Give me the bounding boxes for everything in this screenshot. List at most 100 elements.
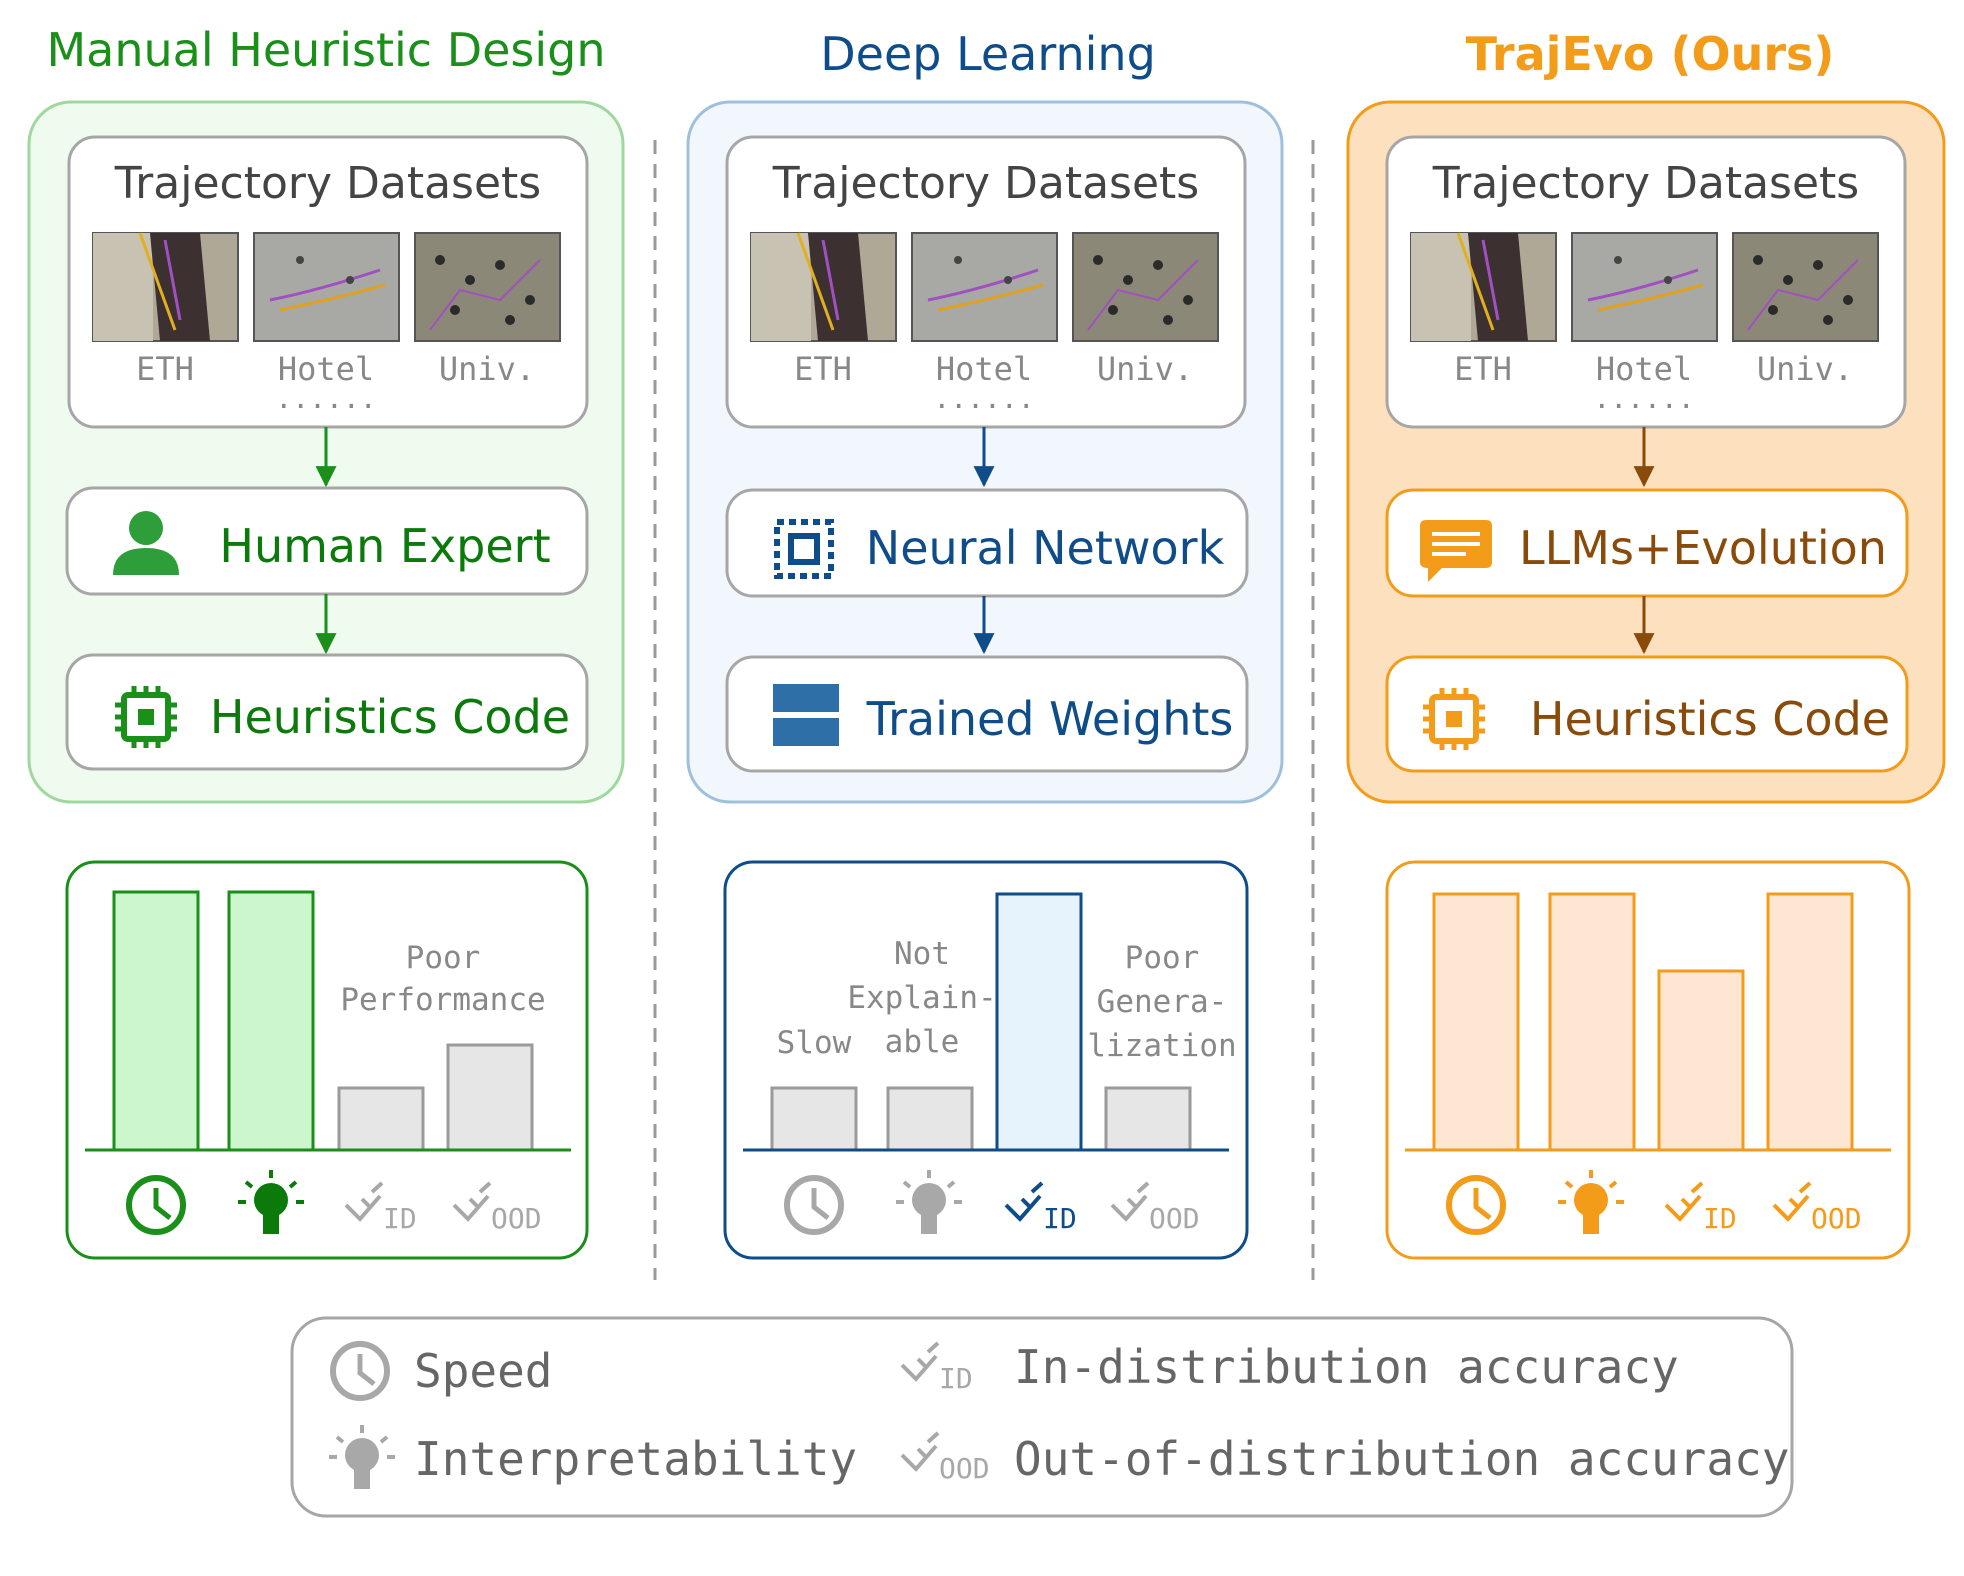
legend-label: Out-of-distribution accuracy (1014, 1432, 1789, 1486)
axis-sub-label: OOD (491, 1202, 542, 1235)
chart-annotation: lization (1087, 1028, 1236, 1064)
column-title: TrajEvo (Ours) (1466, 27, 1835, 81)
bulb-icon (238, 1170, 304, 1234)
axis-sub-label: ID (1703, 1202, 1737, 1235)
legend-item-interpretability: Interpretability (329, 1425, 857, 1489)
dataset-box-title: Trajectory Datasets (1432, 158, 1859, 209)
step-label: Heuristics Code (1530, 692, 1890, 746)
step-label: Neural Network (866, 521, 1225, 575)
thumbnail-univ (1732, 232, 1879, 342)
thumbnail-label: Univ. (1757, 350, 1853, 388)
column-title: Manual Heuristic Design (46, 23, 605, 77)
step-human-expert: Human Expert (65, 486, 589, 596)
bar-id-accuracy (995, 892, 1083, 1152)
column-trajevo: TrajEvo (Ours) Trajectory Datasets (1346, 27, 1946, 1260)
bulb-icon (329, 1425, 395, 1489)
bar-speed (1432, 892, 1520, 1152)
thumbnail-label: Univ. (439, 350, 535, 388)
legend-sub-label: OOD (939, 1452, 990, 1485)
thumbnail-hotel (911, 232, 1058, 342)
step-label: Trained Weights (866, 692, 1234, 746)
step-trained-weights: Trained Weights (725, 655, 1249, 773)
step-heuristics-code: Heuristics Code (1385, 655, 1909, 773)
thumbnail-eth (1410, 232, 1557, 342)
dataset-ellipsis: ...... (275, 382, 376, 415)
chart-annotation: able (885, 1024, 960, 1060)
bar-id-accuracy (337, 1086, 425, 1152)
clock-icon (330, 1341, 390, 1401)
chip-icon (1423, 688, 1485, 750)
bulb-icon (1558, 1170, 1624, 1234)
bar-ood-accuracy (1104, 1086, 1192, 1152)
thumbnail-label: Hotel (1596, 350, 1692, 388)
step-label: Human Expert (219, 519, 550, 573)
bar-ood-accuracy (1766, 892, 1854, 1152)
chart-annotation: Slow (777, 1025, 852, 1061)
dataset-box: Trajectory Datasets (67, 135, 589, 429)
network-icon (774, 519, 834, 579)
id-check-icon: ID (1004, 1181, 1077, 1235)
bar-interpretability (227, 890, 315, 1152)
column-title: Deep Learning (820, 27, 1156, 81)
chart-annotation: Poor (1125, 940, 1200, 976)
legend-label: Interpretability (414, 1432, 857, 1486)
step-heuristics-code: Heuristics Code (65, 653, 589, 771)
dataset-ellipsis: ...... (1593, 382, 1694, 415)
thumbnail-hotel (1571, 232, 1718, 342)
chat-icon (1420, 520, 1492, 582)
legend: Speed Interpretability ID In-distributio… (290, 1316, 1794, 1518)
chart-trajevo: ID OOD (1385, 860, 1911, 1260)
id-check-icon: ID (1664, 1181, 1737, 1235)
step-llms-evolution: LLMs+Evolution (1385, 488, 1909, 598)
id-check-icon: ID (344, 1181, 417, 1235)
axis-sub-label: ID (1043, 1202, 1077, 1235)
chart-annotation: Poor (406, 940, 481, 976)
clock-icon (784, 1175, 844, 1235)
bar-ood-accuracy (446, 1043, 534, 1152)
thumbnail-hotel (253, 232, 400, 342)
clock-icon (126, 1175, 186, 1235)
thumbnail-label: ETH (794, 350, 852, 388)
chip-icon (115, 686, 177, 748)
dataset-ellipsis: ...... (933, 382, 1034, 415)
dataset-box-title: Trajectory Datasets (114, 158, 541, 209)
thumbnail-eth (92, 232, 239, 342)
step-label: Heuristics Code (210, 690, 570, 744)
chart-annotation: Not (894, 936, 950, 972)
dataset-box-title: Trajectory Datasets (772, 158, 1199, 209)
legend-item-id-accuracy: ID In-distribution accuracy (900, 1340, 1679, 1395)
column-deep-learning: Deep Learning Trajectory Datasets (686, 27, 1284, 1260)
column-manual: Manual Heuristic Design Trajectory Datas… (27, 23, 625, 1260)
bulb-icon (896, 1170, 962, 1234)
axis-sub-label: OOD (1149, 1202, 1200, 1235)
legend-item-ood-accuracy: OOD Out-of-distribution accuracy (900, 1431, 1789, 1486)
thumbnail-label: ETH (136, 350, 194, 388)
axis-sub-label: ID (383, 1202, 417, 1235)
chart-deep-learning: Slow Not Explain- able Poor Genera- liza… (723, 860, 1249, 1260)
ood-check-icon: OOD (1110, 1181, 1200, 1235)
bar-id-accuracy (1657, 969, 1745, 1152)
chart-annotation: Genera- (1097, 984, 1228, 1020)
ood-check-icon: OOD (900, 1431, 990, 1485)
thumbnail-eth (750, 232, 897, 342)
bar-interpretability (1548, 892, 1636, 1152)
chart-annotation: Explain- (847, 980, 996, 1016)
bar-speed (112, 890, 200, 1152)
step-neural-network: Neural Network (725, 488, 1249, 598)
thumbnail-label: Hotel (936, 350, 1032, 388)
chart-annotation: Performance (340, 982, 545, 1018)
bar-interpretability (886, 1086, 974, 1152)
person-icon (113, 511, 179, 575)
chart-manual: Poor Performance ID OOD (65, 860, 589, 1260)
weights-icon (773, 684, 839, 746)
bar-speed (770, 1086, 858, 1152)
thumbnail-label: ETH (1454, 350, 1512, 388)
ood-check-icon: OOD (1772, 1181, 1862, 1235)
dataset-box: Trajectory Datasets ETH (725, 135, 1247, 429)
thumbnail-label: Univ. (1097, 350, 1193, 388)
legend-sub-label: ID (939, 1362, 973, 1395)
legend-item-speed: Speed (330, 1341, 552, 1401)
legend-label: In-distribution accuracy (1014, 1340, 1679, 1394)
clock-icon (1446, 1175, 1506, 1235)
